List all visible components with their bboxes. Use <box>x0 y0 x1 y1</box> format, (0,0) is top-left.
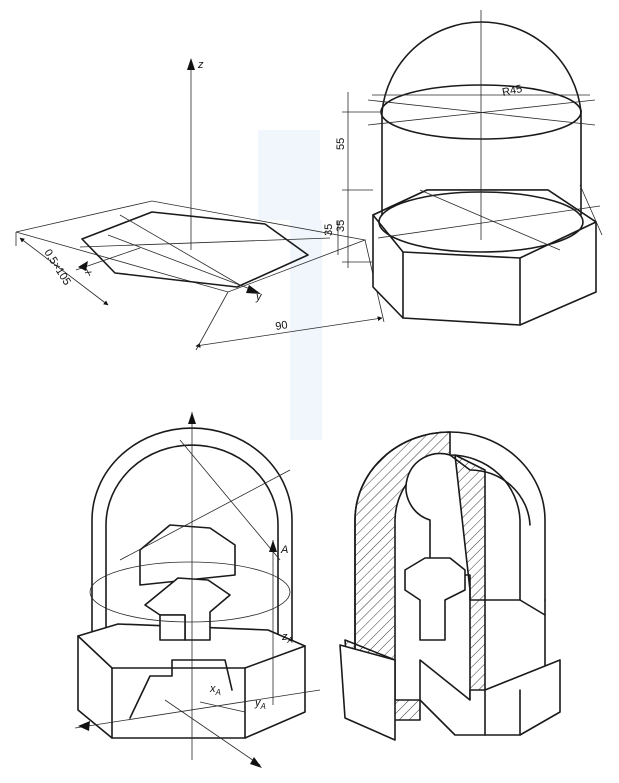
dome-on-hex-prism: R45 55 35 <box>335 10 603 326</box>
axis-arrow-icon <box>188 412 196 424</box>
inner-cavity <box>139 524 236 586</box>
base-right <box>419 659 561 736</box>
base-left-face <box>339 644 396 741</box>
section-inner-step <box>404 557 466 641</box>
y-centerline <box>119 214 241 286</box>
cutaway-floor <box>129 659 233 719</box>
axes-hexagon-construction: z y x 0,5×105 90 35 <box>15 58 385 351</box>
y-axis-label: y <box>255 291 263 303</box>
dim-90-line <box>195 316 383 348</box>
dim-hex-side-text: 0,5×105 <box>41 247 72 287</box>
z-axis-label: z <box>197 59 204 71</box>
y-axis-line <box>107 234 259 293</box>
coord-x-label: xA <box>209 683 221 697</box>
down-arrow-icon <box>250 757 262 768</box>
cutaway-construction: A zA xA yA <box>74 412 321 768</box>
x-axis-label: x <box>81 267 95 278</box>
dome-arc <box>381 21 582 113</box>
watermark <box>258 130 322 440</box>
point-a-label: A <box>280 544 288 556</box>
dim-90-text: 90 <box>275 319 289 333</box>
dim-35-left-text: 35 <box>323 224 335 236</box>
dim-55-text: 55 <box>335 138 347 150</box>
coord-z-label: zA <box>281 631 293 645</box>
left-arrow-icon <box>78 721 90 731</box>
point-a-arrow-icon <box>269 540 277 552</box>
dim-hex-side-line <box>19 237 109 306</box>
dim-35-right-text: 35 <box>335 220 347 232</box>
coord-y-label: yA <box>254 697 266 711</box>
dim-radius-text: R45 <box>501 83 523 99</box>
hatched-left-shell <box>354 431 451 661</box>
hatched-section-view <box>339 431 561 741</box>
z-axis-arrow-icon <box>187 58 195 70</box>
y-axis-arrow-icon <box>246 285 261 294</box>
x-centerline <box>79 237 331 248</box>
